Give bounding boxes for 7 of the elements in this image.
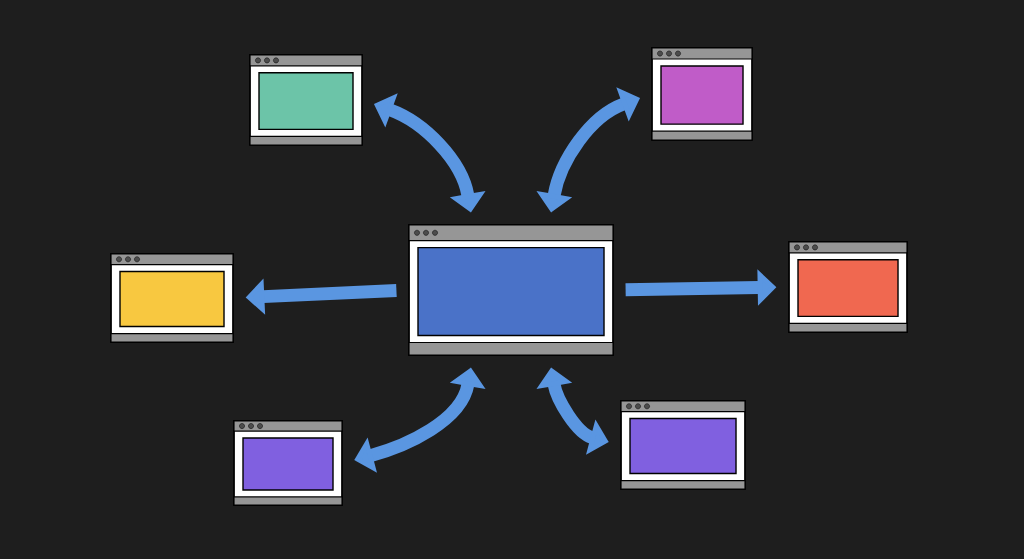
browser-window bbox=[110, 253, 234, 343]
browser-window bbox=[249, 54, 363, 146]
browser-window bbox=[233, 420, 343, 506]
browser-window bbox=[651, 47, 753, 141]
browser-window bbox=[408, 224, 614, 356]
browser-window bbox=[788, 241, 908, 333]
browser-window bbox=[620, 400, 746, 490]
